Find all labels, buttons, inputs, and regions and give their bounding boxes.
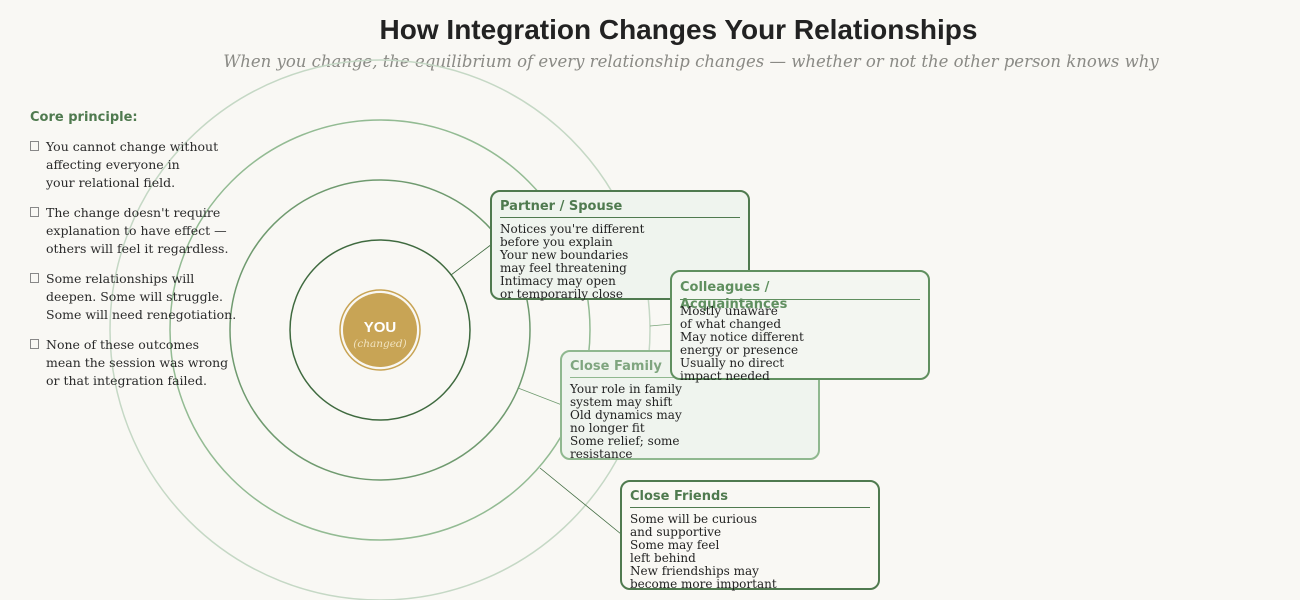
you-circle — [343, 293, 417, 367]
principle-item: None of these outcomes mean the session … — [30, 336, 270, 390]
partner-box-text: Notices you're different before you expl… — [500, 222, 645, 301]
principle-item: You cannot change without affecting ever… — [30, 138, 270, 192]
bullet-icon — [30, 207, 39, 217]
ring-partner — [289, 239, 471, 421]
ring-colleagues — [109, 59, 651, 600]
friends-box-title: Close Friends — [630, 489, 870, 508]
partner-box-title: Partner / Spouse — [500, 199, 740, 218]
friends-box: Close Friends Some will be curious and s… — [620, 480, 880, 591]
family-box-text: Your role in family system may shift Old… — [570, 382, 682, 461]
principle-text: Some relationships will deepen. Some wil… — [46, 271, 237, 322]
core-principle-heading: Core principle: — [30, 110, 138, 125]
ring-family — [229, 179, 531, 481]
ring-friends — [169, 119, 591, 541]
principle-text: The change doesn't require explanation t… — [46, 205, 229, 256]
page-title: How Integration Changes Your Relationshi… — [379, 14, 978, 45]
friends-box-text: Some will be curious and supportive Some… — [630, 512, 777, 591]
page-subtitle: When you change, the equilibrium of ever… — [223, 52, 1159, 71]
colleagues-box: Colleagues / Acquaintances Mostly unawar… — [670, 270, 930, 383]
principle-item: The change doesn't require explanation t… — [30, 204, 270, 258]
bullet-icon — [30, 273, 39, 283]
connector-family — [517, 387, 563, 406]
core-principle-list: You cannot change without affecting ever… — [30, 138, 270, 402]
principle-text: None of these outcomes mean the session … — [46, 337, 229, 388]
bullet-icon — [30, 339, 39, 349]
you-sublabel: (changed) — [353, 338, 407, 350]
you-label: YOU — [364, 319, 397, 336]
principle-item: Some relationships will deepen. Some wil… — [30, 270, 270, 324]
you-circle-outline — [339, 289, 421, 371]
principle-text: You cannot change without affecting ever… — [46, 139, 219, 190]
colleagues-box-text: Mostly unaware of what changed May notic… — [680, 304, 804, 383]
connector-colleagues — [649, 323, 673, 327]
bullet-icon — [30, 141, 39, 151]
connector-partner — [450, 243, 493, 276]
colleagues-box-title: Colleagues / Acquaintances — [680, 279, 920, 312]
connector-friends — [539, 467, 622, 535]
